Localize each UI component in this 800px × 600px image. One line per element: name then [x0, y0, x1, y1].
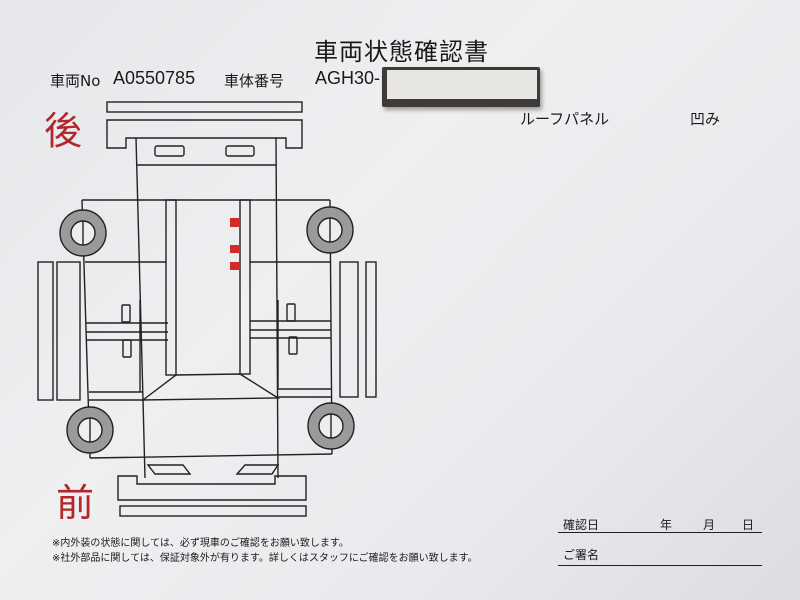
rear-bumper: [106, 119, 303, 149]
rear-label: 後: [44, 109, 83, 153]
year-label: 年: [660, 518, 673, 532]
vehicle-no-value: A0550785: [113, 68, 196, 88]
damage-mark: [230, 262, 239, 270]
note-1: ※内外装の状態に関しては、必ず現車のご確認をお願い致します。: [52, 538, 349, 549]
month-label: 月: [703, 518, 716, 532]
damage-mark: [230, 245, 239, 253]
right-pillar: [239, 199, 251, 375]
headlight-left: [146, 464, 192, 475]
left-step-outer: [37, 261, 54, 401]
chassis-no-label: 車体番号: [224, 72, 285, 90]
document-title: 車両状態確認書: [314, 38, 489, 66]
wheel-icon: [66, 406, 114, 454]
day-label: 日: [742, 518, 755, 532]
confirm-date-label: 確認日: [563, 518, 600, 532]
door-handle: [122, 339, 132, 358]
front-bar: [119, 505, 307, 517]
redaction-sticker: [382, 67, 540, 107]
damage-type: 凹み: [690, 110, 721, 128]
note-2: ※社外部品に関しては、保証対象外が有ります。詳しくはスタッフにご確認をお願い致し…: [52, 553, 478, 564]
wheel-icon: [306, 206, 354, 254]
front-bumper: [117, 475, 307, 501]
door-handle: [286, 303, 296, 322]
wheel-icon: [307, 402, 355, 450]
door-handle: [288, 336, 298, 355]
left-step-inner: [56, 261, 81, 401]
date-underline: [558, 532, 762, 533]
signature-label: ご署名: [563, 548, 600, 562]
right-step-outer: [365, 261, 377, 398]
signature-underline: [558, 565, 762, 566]
damage-part: ルーフパネル: [520, 110, 610, 128]
front-label: 前: [56, 481, 95, 525]
windshield: [140, 373, 281, 401]
wheel-icon: [59, 209, 107, 257]
damage-mark: [230, 218, 239, 227]
right-step-inner: [339, 261, 359, 398]
rear-lamp-right: [225, 145, 255, 157]
rear-lamp-left: [154, 145, 185, 157]
damage-marks: [230, 218, 239, 270]
left-pillar: [165, 199, 177, 376]
wheels: [59, 206, 355, 454]
headlight-right: [235, 464, 280, 475]
rear-bar: [106, 101, 303, 113]
door-handle: [121, 304, 131, 323]
vehicle-no-label: 車両No: [50, 72, 101, 90]
chassis-no-value: AGH30-: [315, 68, 381, 88]
